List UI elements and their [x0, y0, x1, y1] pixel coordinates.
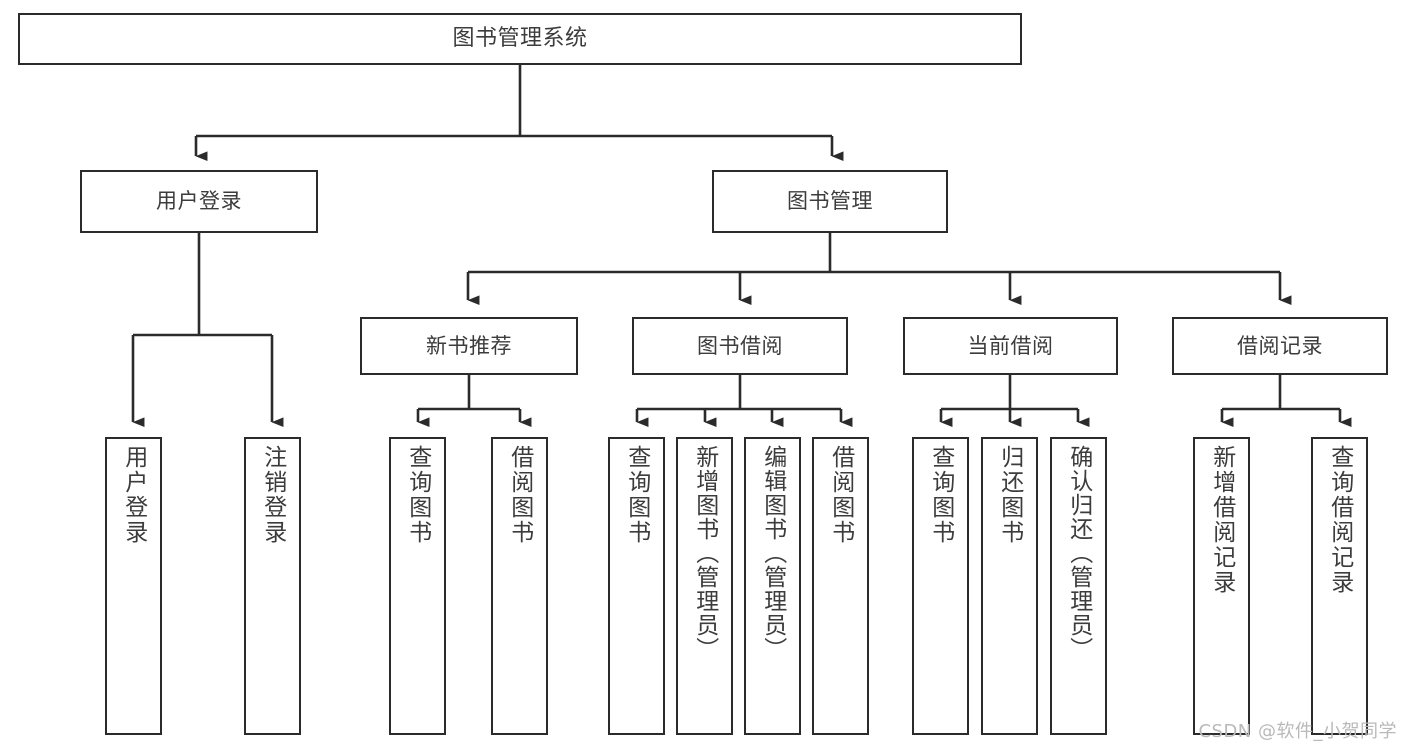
- node-label: 图书管理系统: [452, 26, 588, 52]
- node-root-system[interactable]: 图书管理系统: [18, 13, 1022, 65]
- node-book-manage[interactable]: 图书管理: [712, 170, 948, 233]
- node-label: 查询图书: [623, 445, 650, 545]
- node-label: 当前借阅: [967, 333, 1054, 358]
- node-leaf-return-book[interactable]: 归还图书: [981, 437, 1038, 735]
- node-user-login[interactable]: 用户登录: [80, 170, 318, 233]
- csdn-watermark: CSDN @软件_小贺同学: [1198, 721, 1397, 742]
- node-leaf-logout[interactable]: 注销登录: [244, 437, 301, 735]
- node-label: 注销登录: [259, 445, 286, 545]
- node-label: 用户登录: [120, 445, 147, 545]
- node-leaf-add-record[interactable]: 新增借阅记录: [1193, 437, 1250, 735]
- node-label: 确认归还（管理员）: [1065, 445, 1092, 661]
- node-label: 用户登录: [156, 189, 242, 214]
- node-label: 查询图书: [927, 445, 954, 545]
- node-label: 查询图书: [404, 445, 431, 545]
- node-label: 借阅图书: [506, 445, 533, 545]
- node-leaf-user-login[interactable]: 用户登录: [105, 437, 162, 735]
- node-current-borrow[interactable]: 当前借阅: [903, 317, 1118, 375]
- node-leaf-borrow-book-1[interactable]: 借阅图书: [491, 437, 548, 735]
- node-book-borrow[interactable]: 图书借阅: [632, 317, 848, 375]
- node-label: 新书推荐: [426, 333, 512, 358]
- node-label: 查询借阅记录: [1326, 445, 1353, 595]
- node-label: 编辑图书（管理员）: [759, 445, 786, 661]
- node-leaf-query-book-1[interactable]: 查询图书: [389, 437, 446, 735]
- node-label: 新增借阅记录: [1208, 445, 1235, 595]
- node-new-book-rec[interactable]: 新书推荐: [360, 317, 578, 375]
- node-label: 图书管理: [787, 189, 873, 214]
- node-label: 归还图书: [996, 445, 1023, 545]
- node-leaf-borrow-book-2[interactable]: 借阅图书: [812, 437, 869, 735]
- node-leaf-confirm-return[interactable]: 确认归还（管理员）: [1050, 437, 1107, 735]
- node-label: 新增图书（管理员）: [691, 445, 718, 661]
- node-label: 图书借阅: [697, 333, 783, 358]
- node-leaf-query-book-2[interactable]: 查询图书: [608, 437, 665, 735]
- node-leaf-add-book[interactable]: 新增图书（管理员）: [676, 437, 733, 735]
- node-leaf-edit-book[interactable]: 编辑图书（管理员）: [744, 437, 801, 735]
- node-label: 借阅图书: [827, 445, 854, 545]
- node-borrow-record[interactable]: 借阅记录: [1172, 317, 1388, 375]
- node-leaf-query-book-3[interactable]: 查询图书: [912, 437, 969, 735]
- node-leaf-query-record[interactable]: 查询借阅记录: [1311, 437, 1368, 735]
- node-label: 借阅记录: [1237, 333, 1323, 358]
